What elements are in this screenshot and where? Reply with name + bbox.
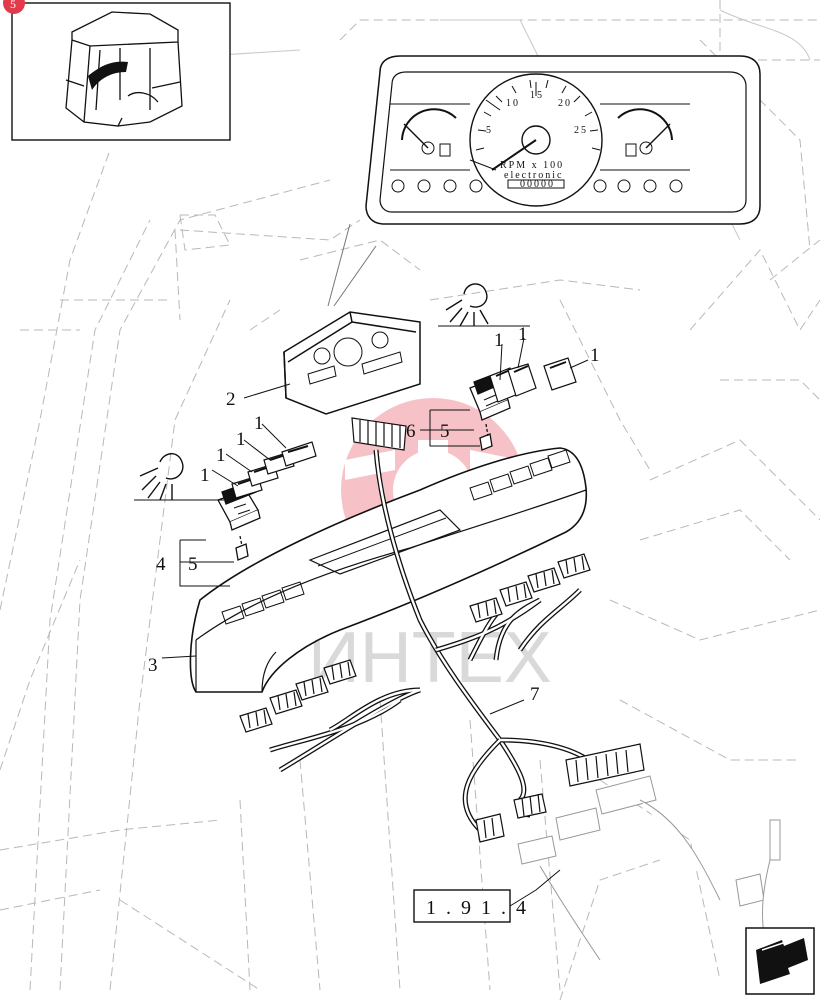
wiring-harness xyxy=(269,449,602,832)
reference-box: 1.91.4 xyxy=(413,869,561,923)
callout-harness: 7 xyxy=(530,684,540,705)
harness-connectors-bottom xyxy=(475,743,645,843)
reference-label: 1.91.4 xyxy=(426,897,536,919)
callout-switch-plate: 1 xyxy=(518,324,528,345)
callout-cluster: 2 xyxy=(226,389,236,410)
next-page-arrow-icon[interactable] xyxy=(745,927,815,995)
rpm-tick-label: 20 xyxy=(558,98,572,109)
callout-switch-plate: 1 xyxy=(216,445,226,466)
callout-console: 3 xyxy=(148,655,158,676)
instrument-cluster xyxy=(283,311,421,415)
callout-labels: 2 3 7 4 5 6 5 1 1 1 1 1 1 1 xyxy=(148,324,600,705)
harness-connectors-right xyxy=(469,553,591,623)
ghost-connectors xyxy=(517,775,781,961)
rpm-tick-label: 15 xyxy=(530,90,544,101)
dashboard-console xyxy=(189,447,588,693)
callout-switch-plate: 1 xyxy=(254,413,264,434)
page-badge xyxy=(3,0,25,14)
lamp-icon-left xyxy=(134,453,224,501)
callout-leaders xyxy=(161,337,589,715)
rpm-ticks xyxy=(475,79,601,151)
rpm-tick-label: 10 xyxy=(506,98,520,109)
rpm-gauge: 5 10 15 20 25 RPM x 100 electronic 00000 xyxy=(469,73,603,207)
callout-switch-plate: 1 xyxy=(494,330,504,351)
watermark-text: ИНТЕХ xyxy=(308,618,552,698)
warning-lamps xyxy=(391,179,683,193)
rpm-tick-label: 25 xyxy=(574,125,588,136)
rpm-tick-label: 5 xyxy=(486,125,493,136)
switch-plates-right xyxy=(489,357,577,403)
temperature-gauge-icon xyxy=(617,108,673,157)
hour-meter: 00000 xyxy=(520,179,555,190)
callout-switch-plate: 1 xyxy=(200,465,210,486)
callout-switch-plate: 1 xyxy=(590,345,600,366)
switch-plates-left xyxy=(231,441,317,499)
cluster-connector xyxy=(351,417,407,451)
rpm-electronic-label: electronic xyxy=(504,170,563,181)
fuel-gauge-icon xyxy=(401,108,457,157)
harness-connectors-left xyxy=(239,659,357,733)
page-badge-label: 5 xyxy=(10,0,16,11)
callout-bracket-right: 6 xyxy=(406,421,416,442)
cab-thumbnail: 5 xyxy=(3,0,231,141)
detail-leaders xyxy=(327,223,377,307)
lamp-icon-right xyxy=(438,283,530,327)
callout-clip-left: 5 xyxy=(188,554,198,575)
instrument-cluster-detail: 5 10 15 20 25 RPM x 100 electronic 00000 xyxy=(365,55,761,225)
callout-bracket-left: 4 xyxy=(156,554,166,575)
callout-clip-right: 5 xyxy=(440,421,450,442)
rpm-caption: RPM x 100 xyxy=(500,160,564,171)
callout-switch-plate: 1 xyxy=(236,429,246,450)
